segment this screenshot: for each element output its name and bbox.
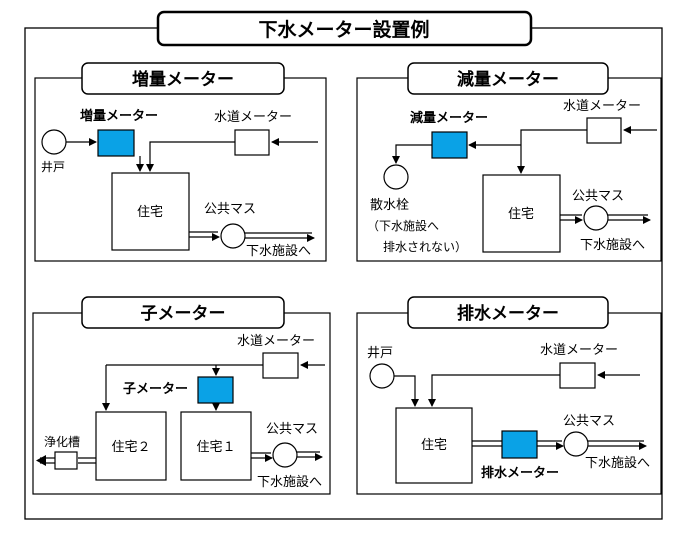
note-line2: 排水されない） [383, 240, 467, 254]
note-line1: （下水施設へ [367, 218, 439, 233]
well-symbol [41, 129, 67, 155]
sewer-label: 下水施設へ [246, 243, 311, 259]
panel-ko: 子メーター 水道メーター 子メーター 住宅２ 住宅１ 浄化槽 公共マス 下水施設… [32, 296, 331, 495]
meter-label: 増量メーター [80, 108, 158, 124]
water-to-house-pipe [517, 129, 587, 174]
house-box [482, 174, 561, 253]
panel-header: 減量メーター [457, 69, 559, 90]
house-box [111, 172, 190, 251]
house1-box [180, 411, 252, 481]
water-meter [234, 129, 270, 156]
public-basin-symbol [583, 205, 609, 231]
water-meter-label: 水道メーター [563, 99, 641, 114]
sewer-label: 下水施設へ [257, 474, 322, 490]
well-label: 井戸 [367, 346, 393, 361]
public-basin-label: 公共マス [204, 202, 256, 217]
panel-header-box [81, 62, 285, 95]
water-to-house-pipe [146, 141, 235, 172]
public-basin-label: 公共マス [572, 189, 624, 204]
septic-label: 浄化槽 [44, 435, 80, 449]
public-basin-symbol [272, 442, 298, 468]
panel-haisui: 排水メーター 井戸 水道メーター 住宅 排水メーター 公共マス 下水施設へ [356, 296, 662, 495]
panel-header-box [81, 296, 285, 329]
panel-header: 排水メーター [457, 303, 559, 324]
well-symbol [369, 363, 395, 389]
meter-label: 減量メーター [410, 110, 488, 126]
panel-header-box [407, 62, 609, 95]
title-box [156, 10, 533, 47]
panel-header: 増量メーター [132, 69, 234, 90]
public-basin-label: 公共マス [563, 414, 615, 429]
water-meter [586, 117, 622, 144]
house-label: 住宅 [421, 438, 447, 453]
water-meter-label: 水道メーター [237, 334, 315, 349]
house-label: 住宅 [508, 207, 534, 222]
well-label: 井戸 [41, 160, 65, 174]
hydrant-symbol [383, 164, 409, 190]
water-to-house-pipe [428, 374, 560, 407]
house-label: 住宅 [137, 205, 163, 220]
septic-out-arrowhead [36, 455, 46, 466]
water-meter [262, 352, 299, 379]
water-meter-label: 水道メーター [214, 110, 292, 125]
water-meter-label: 水道メーター [540, 343, 618, 358]
meter-label: 子メーター [123, 382, 188, 397]
septic-tank [54, 451, 78, 470]
diagram-title: 下水メーター設置例 [258, 18, 429, 41]
genryo-meter [431, 131, 468, 159]
panel-header-box [407, 296, 609, 329]
public-basin-symbol [563, 431, 589, 457]
house2-box [95, 411, 167, 481]
haisui-meter [501, 430, 538, 459]
panel-header: 子メーター [141, 304, 226, 324]
house2-label: 住宅２ [111, 440, 150, 455]
panel-genryo: 減量メーター 減量メーター 水道メーター 散水栓 （下水施設へ 排水されない） … [356, 62, 662, 262]
hydrant-label: 散水栓 [370, 198, 409, 213]
ko-meter [197, 376, 234, 404]
public-basin-label: 公共マス [266, 422, 318, 437]
well-to-house-pipe [394, 375, 419, 407]
zoryo-meter [97, 129, 135, 157]
sewer-label: 下水施設へ [585, 455, 650, 471]
house1-label: 住宅１ [196, 440, 235, 455]
sewer-label: 下水施設へ [580, 237, 645, 253]
meter-to-hydrant-pipe [392, 144, 432, 164]
public-basin-symbol [220, 223, 246, 249]
house-box [395, 407, 473, 484]
water-meter [559, 362, 596, 389]
meter-label: 排水メーター [481, 465, 559, 481]
panel-zoryo: 増量メーター 増量メーター 水道メーター 井戸 住宅 公共マス 下水施設へ [34, 62, 327, 262]
